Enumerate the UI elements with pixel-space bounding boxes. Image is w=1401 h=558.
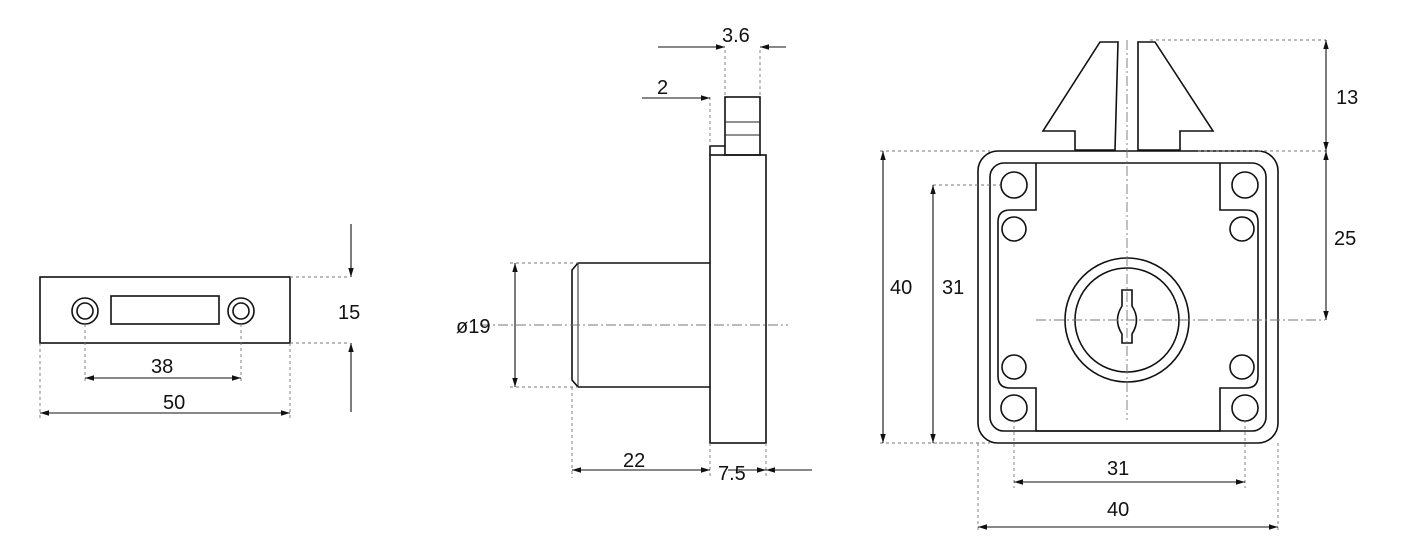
front-hole-br xyxy=(1231,394,1259,422)
dim-hole-spacing-vertical: 31 xyxy=(942,277,964,299)
front-hole-ml-lower xyxy=(1001,354,1027,380)
dim-cylinder-diameter: ø19 xyxy=(456,316,490,338)
strike-screw-hole-right xyxy=(227,297,255,325)
front-hole-bl xyxy=(1000,394,1028,422)
front-hole-tr xyxy=(1231,171,1259,199)
side-bolt xyxy=(724,96,761,156)
dim-bolt-height: 13 xyxy=(1336,87,1358,109)
dim-bolt-offset: 2 xyxy=(657,77,668,99)
front-body-outer xyxy=(977,150,1279,444)
dim-body-width: 40 xyxy=(1107,499,1129,521)
keyway-icon xyxy=(1116,289,1138,344)
lock-front-view: 13 25 40 31 31 40 xyxy=(880,39,1358,531)
front-bolt-right xyxy=(1137,41,1215,151)
strike-screw-hole-left xyxy=(71,297,99,325)
dim-strike-hole-spacing: 38 xyxy=(151,356,173,378)
dim-body-height: 40 xyxy=(890,277,912,299)
front-inner-plate xyxy=(997,163,1259,432)
side-bolt-step xyxy=(709,145,725,155)
strike-slot xyxy=(110,295,220,325)
side-body xyxy=(709,154,767,444)
strike-plate-outline xyxy=(39,276,291,344)
dim-bolt-width: 3.6 xyxy=(722,25,750,47)
dim-hole-spacing-horizontal: 31 xyxy=(1107,458,1129,480)
front-hole-ml-upper xyxy=(1001,216,1027,242)
dim-strike-length: 50 xyxy=(163,392,185,414)
dim-center-height: 25 xyxy=(1334,228,1356,250)
front-body-inner xyxy=(989,162,1267,432)
lock-side-view: ø19 22 7.5 3.6 2 xyxy=(456,25,812,485)
dim-body-thickness: 7.5 xyxy=(718,463,746,485)
front-hole-mr-lower xyxy=(1229,354,1255,380)
dim-strike-height: 15 xyxy=(338,302,360,324)
strike-plate-view: 15 38 50 xyxy=(39,224,360,420)
front-hole-mr-upper xyxy=(1229,216,1255,242)
front-bolt-left xyxy=(1041,41,1119,151)
front-hole-tl xyxy=(1000,171,1028,199)
dim-cylinder-length: 22 xyxy=(623,450,645,472)
